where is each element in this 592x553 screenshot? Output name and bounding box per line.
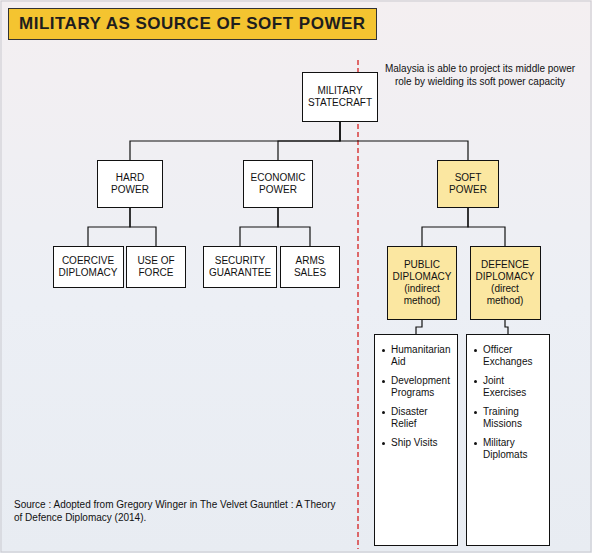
category-box: COERCIVE DIPLOMACY — [53, 246, 124, 288]
list-item: Humanitarian Aid — [379, 344, 453, 368]
category-box: SOFT POWER — [437, 160, 499, 208]
list-item: Joint Exercises — [471, 375, 545, 399]
category-box: PUBLIC DIPLOMACY (indirect method) — [387, 246, 457, 320]
category-box: SECURITY GUARANTEE — [203, 246, 277, 288]
box-content: USE OF FORCE — [127, 252, 185, 282]
box-content: DEFENCE DIPLOMACY (direct method) — [471, 256, 540, 310]
box-content: ARMS SALES — [281, 252, 339, 282]
category-box: HARD POWER — [97, 160, 163, 208]
category-box: ECONOMIC POWER — [243, 160, 313, 208]
box-content: PUBLIC DIPLOMACY (indirect method) — [388, 256, 456, 310]
box-label: DEFENCE DIPLOMACY (direct method) — [475, 259, 536, 307]
tree-connector — [422, 208, 468, 246]
box-label: ECONOMIC POWER — [248, 172, 308, 196]
list-item: Military Diplomats — [471, 437, 545, 461]
category-box: ARMS SALES — [280, 246, 340, 288]
category-box: USE OF FORCE — [126, 246, 186, 288]
tree-connector — [278, 122, 340, 160]
list-item: Disaster Relief — [379, 406, 453, 430]
box-content: COERCIVE DIPLOMACY — [54, 252, 123, 282]
note-text: Malaysia is able to project its middle p… — [380, 62, 580, 88]
list-item: Ship Visits — [379, 437, 453, 449]
tree-connector — [505, 320, 508, 334]
category-box: DEFENCE DIPLOMACY (direct method) — [470, 246, 541, 320]
tree-connector — [416, 320, 422, 334]
tree-connector — [278, 208, 310, 246]
list-item: Training Missions — [471, 406, 545, 430]
box-content: SOFT POWER — [438, 169, 498, 199]
tree-connector — [340, 122, 468, 160]
box-content: HARD POWER — [98, 169, 162, 199]
list-item: Officer Exchanges — [471, 344, 545, 368]
box-label: MILITARY STATECRAFT — [307, 85, 373, 109]
box-content: SECURITY GUARANTEE — [204, 252, 276, 282]
tree-connector — [130, 208, 156, 246]
list-item: Development Programs — [379, 375, 453, 399]
source-note: Source : Adopted from Gregory Winger in … — [14, 498, 344, 524]
box-label: USE OF FORCE — [131, 255, 181, 279]
box-label: PUBLIC DIPLOMACY (indirect method) — [392, 259, 452, 307]
box-content: Officer ExchangesJoint ExercisesTraining… — [467, 335, 549, 471]
box-label: SECURITY GUARANTEE — [208, 255, 272, 279]
box-content: ECONOMIC POWER — [244, 169, 312, 199]
box-label: SOFT POWER — [442, 172, 494, 196]
tree-connector — [130, 122, 340, 160]
category-box: MILITARY STATECRAFT — [302, 72, 378, 122]
tree-connector — [88, 208, 130, 246]
tree-connector — [240, 208, 278, 246]
box-label: COERCIVE DIPLOMACY — [58, 255, 119, 279]
item-list-box: Humanitarian AidDevelopment ProgramsDisa… — [374, 334, 458, 546]
box-label: HARD POWER — [102, 172, 158, 196]
box-content: Humanitarian AidDevelopment ProgramsDisa… — [375, 335, 457, 459]
title-banner: MILITARY AS SOURCE OF SOFT POWER — [8, 8, 377, 40]
tree-connector — [468, 208, 505, 246]
box-content: MILITARY STATECRAFT — [303, 82, 377, 112]
box-label: ARMS SALES — [285, 255, 335, 279]
divider-line — [357, 60, 358, 549]
item-list-box: Officer ExchangesJoint ExercisesTraining… — [466, 334, 550, 546]
